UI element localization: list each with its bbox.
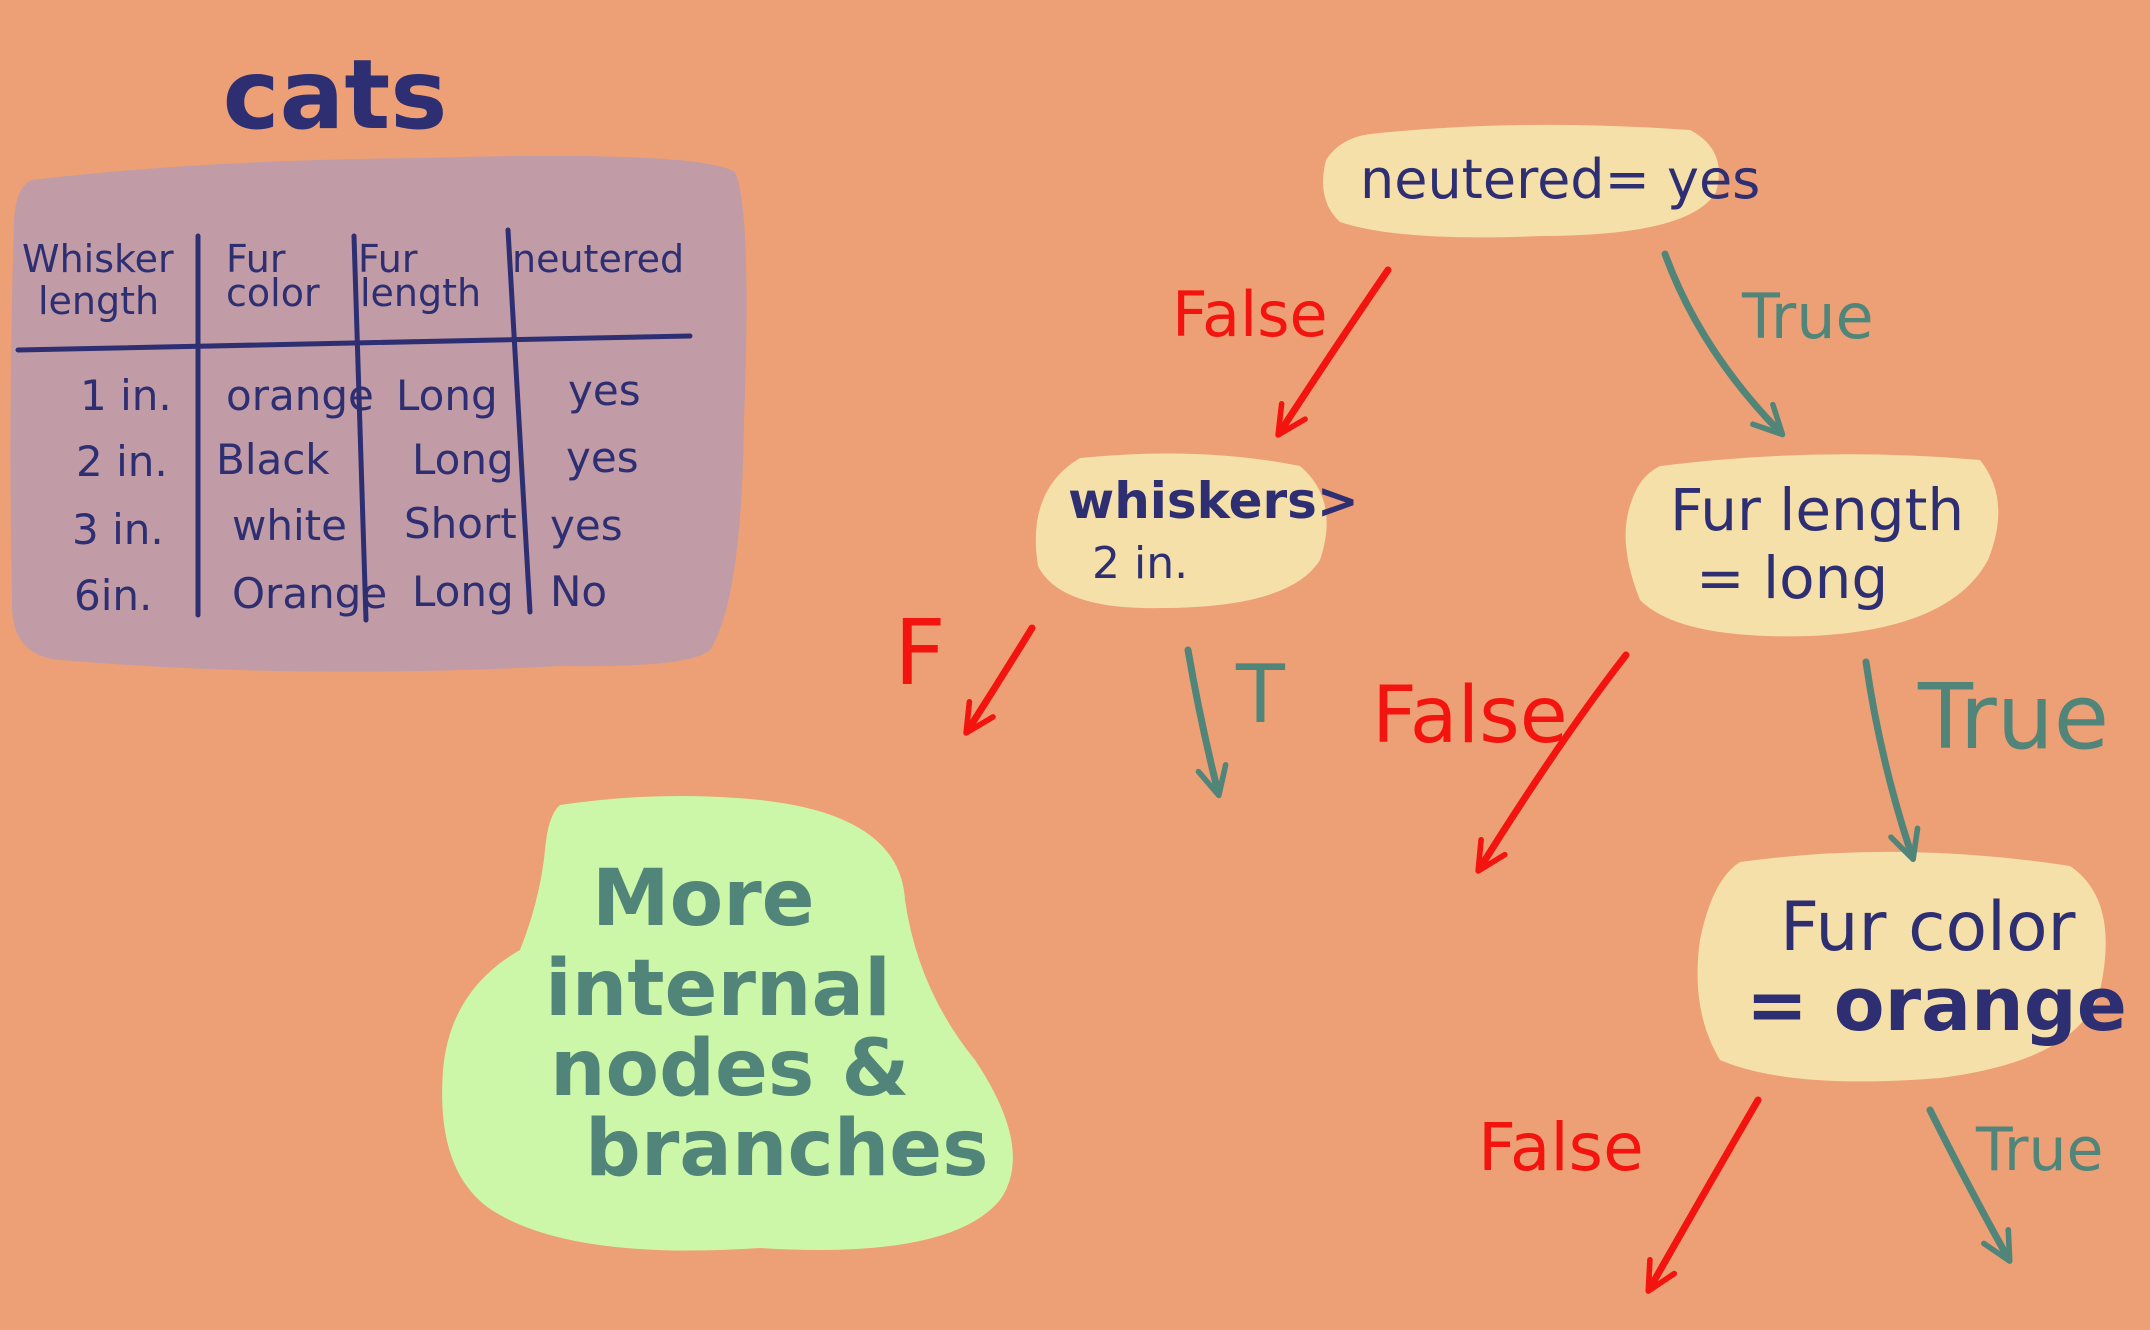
edge-label-true: T bbox=[1235, 648, 1286, 741]
edge-label-false: False bbox=[1172, 278, 1328, 351]
table-cell: orange bbox=[226, 371, 374, 420]
note-line: internal bbox=[545, 944, 891, 1034]
edge-label-true: True bbox=[1975, 1115, 2103, 1185]
node-bubble bbox=[1035, 453, 1327, 609]
table-cell: yes bbox=[566, 433, 639, 482]
table-cell: Short bbox=[404, 499, 517, 548]
table-cell: Orange bbox=[232, 569, 387, 618]
node-fur-color-label: Fur color bbox=[1780, 888, 2076, 967]
edge-arrow-true bbox=[1862, 658, 1921, 863]
node-bubble bbox=[1625, 454, 1999, 637]
node-bubble bbox=[1697, 851, 2106, 1082]
node-fur-length: Fur length = long bbox=[1625, 454, 1999, 637]
table-cell: 6in. bbox=[74, 571, 152, 620]
edge-label-false: False bbox=[1372, 671, 1568, 761]
edge-arrow-false bbox=[1475, 651, 1630, 874]
edge-label-false: F bbox=[894, 601, 946, 706]
node-root: neutered= yes bbox=[1323, 124, 1760, 238]
table-cell: white bbox=[232, 501, 347, 550]
edge-arrow-false bbox=[1645, 1096, 1762, 1294]
table-cell: 2 in. bbox=[76, 437, 168, 486]
table-header-whisker: Whisker bbox=[22, 237, 174, 281]
table-header-fur-length: Fur bbox=[358, 237, 418, 281]
table-divider-3 bbox=[505, 227, 533, 615]
table-divider-2 bbox=[351, 233, 369, 623]
edge-label-true: True bbox=[1917, 665, 2109, 770]
table-cell: yes bbox=[568, 366, 641, 415]
node-whiskers-label-2: 2 in. bbox=[1092, 538, 1188, 589]
note-line: More bbox=[592, 854, 815, 944]
note-line: nodes & bbox=[550, 1024, 909, 1114]
node-fur-length-label: Fur length bbox=[1670, 476, 1964, 544]
node-fur-length-label-2: = long bbox=[1696, 544, 1888, 612]
node-bubble bbox=[1323, 124, 1719, 238]
table-cell: Long bbox=[396, 371, 498, 420]
table-cell: 1 in. bbox=[80, 371, 172, 420]
table-cell: yes bbox=[550, 501, 623, 550]
more-nodes-note: More internal nodes & branches bbox=[442, 796, 1013, 1251]
edge-label-true: True bbox=[1741, 280, 1874, 353]
cats-table: Whisker length Fur color Fur length neut… bbox=[10, 155, 747, 672]
node-root-label: neutered= yes bbox=[1360, 148, 1760, 211]
table-cell: Long bbox=[412, 435, 514, 484]
edge-arrow-true bbox=[1926, 1106, 2013, 1264]
node-fur-color-label-2: = orange bbox=[1746, 962, 2127, 1048]
diagram-title: cats bbox=[223, 39, 448, 151]
edge-arrow-false bbox=[1275, 266, 1392, 438]
table-header-neutered: neutered bbox=[512, 237, 684, 281]
table-background bbox=[10, 155, 747, 672]
table-header-whisker-2: length bbox=[38, 279, 159, 323]
table-cell: No bbox=[550, 567, 607, 616]
edge-arrow-true bbox=[1661, 250, 1786, 438]
edge-arrow-true bbox=[1184, 646, 1229, 799]
table-header-fur-length-2: length bbox=[360, 271, 481, 315]
table-header-fur-color-2: color bbox=[226, 271, 320, 315]
table-header-rule bbox=[15, 333, 693, 353]
edge-arrow-false bbox=[963, 624, 1036, 736]
node-whiskers: whiskers> 2 in. bbox=[1035, 453, 1359, 609]
node-fur-color: Fur color = orange bbox=[1697, 851, 2127, 1082]
table-cell: 3 in. bbox=[72, 505, 164, 554]
note-blob bbox=[442, 796, 1013, 1251]
table-header-fur-color: Fur bbox=[226, 237, 286, 281]
note-line: branches bbox=[585, 1104, 989, 1194]
node-whiskers-label: whiskers> bbox=[1068, 472, 1359, 530]
edge-label-false: False bbox=[1478, 1109, 1644, 1186]
table-cell: Long bbox=[412, 567, 514, 616]
table-cell: Black bbox=[216, 435, 330, 484]
